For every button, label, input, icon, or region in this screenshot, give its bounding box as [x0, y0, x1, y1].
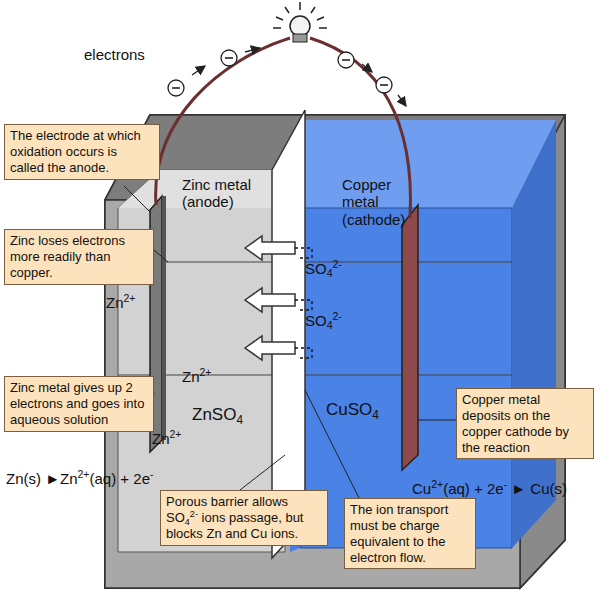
electrode-label: Zinc metal (anode) [182, 176, 262, 211]
callout-text: Zinc metal gives up 2 electrons and goes… [10, 380, 148, 428]
solution-label: CuSO4 [326, 400, 379, 420]
callout-text: The electrode at which oxidation occurs … [10, 128, 154, 176]
callout-box: The electrode at which oxidation occurs … [4, 124, 160, 180]
ion-label: SO42- [305, 312, 342, 329]
callout-box: Zinc loses electrons more readily than c… [4, 229, 154, 285]
ion-label: Zn2+ [152, 430, 182, 447]
callout-box: Zinc metal gives up 2 electrons and goes… [4, 376, 154, 432]
ion-label: Zn2+ [182, 368, 212, 385]
solution-label: ZnSO4 [192, 405, 243, 425]
electron-flow-label: electrons [84, 46, 145, 63]
electrode-label: Copper metal (cathode) [342, 176, 412, 228]
callout-text: Zinc loses electrons more readily than c… [10, 233, 148, 281]
ion-label: Zn2+ [106, 294, 136, 311]
callout-text: Porous barrier allows SO42- ions passage… [166, 494, 322, 542]
callout-box: The ion transport must be charge equival… [344, 498, 476, 569]
callout-box: Copper metal deposits on the copper cath… [456, 388, 594, 459]
callout-text: The ion transport must be charge equival… [350, 502, 470, 565]
ion-label: SO42- [305, 260, 342, 277]
half-reaction-equation: Zn(s) ►Zn2+(aq) + 2e- [6, 470, 153, 487]
half-reaction-equation: Cu2+(aq) + 2e- ► Cu(s) [412, 480, 567, 497]
callout-text: Copper metal deposits on the copper cath… [462, 392, 588, 455]
callout-box: Porous barrier allows SO42- ions passage… [160, 490, 328, 546]
